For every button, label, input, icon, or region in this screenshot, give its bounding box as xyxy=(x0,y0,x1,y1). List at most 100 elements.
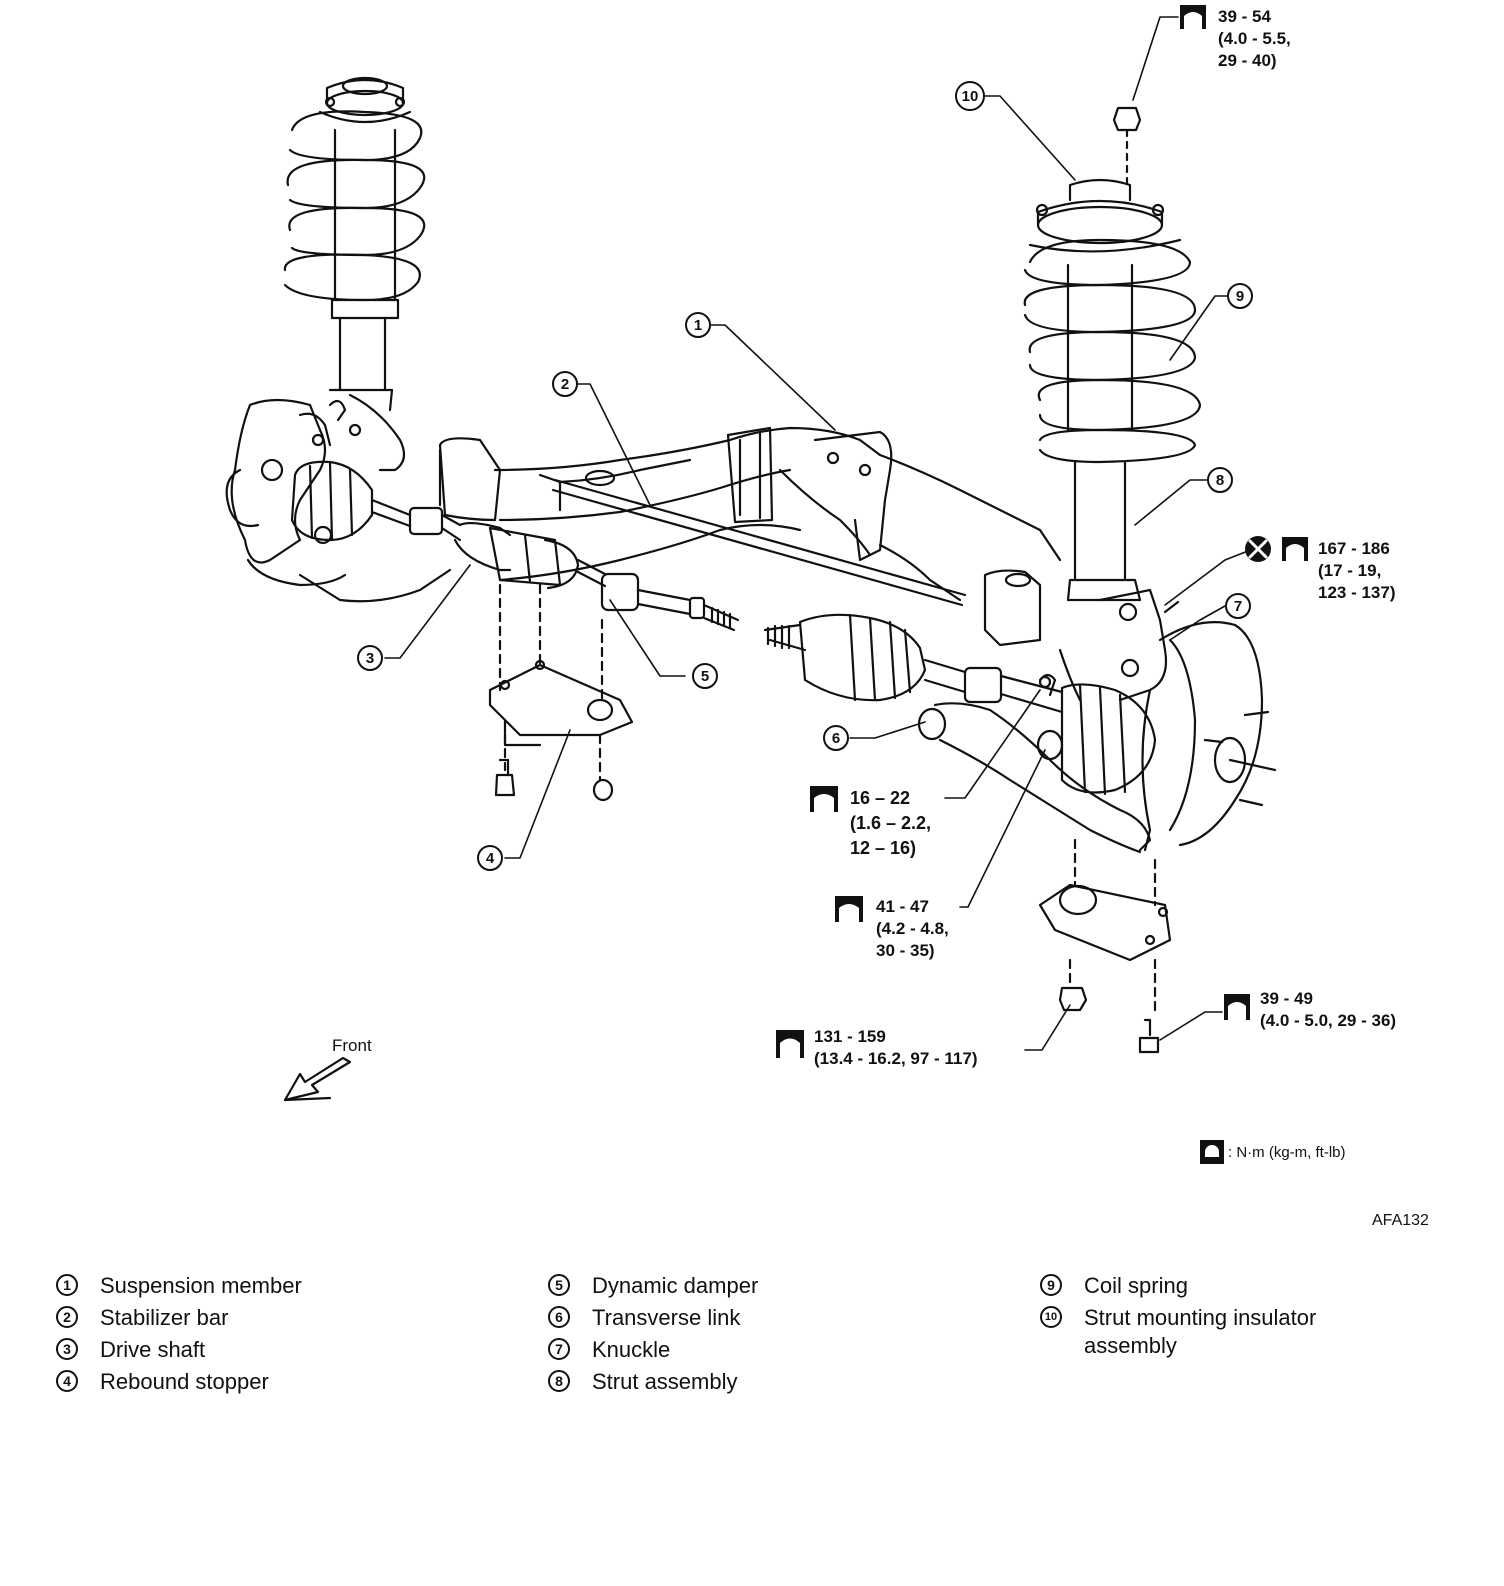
torque-icon xyxy=(1282,537,1308,561)
left-drive-shaft xyxy=(290,460,740,632)
legend-item: 9 Coil spring xyxy=(1040,1270,1380,1302)
torque-value: 16 – 22 xyxy=(850,788,911,808)
left-strut-assembly xyxy=(283,76,426,412)
legend-number: 2 xyxy=(56,1306,78,1328)
legend-label: Drive shaft xyxy=(100,1337,206,1362)
callout-3: 3 xyxy=(357,645,383,671)
legend-item: 3 Drive shaft xyxy=(56,1334,302,1366)
callout-1: 1 xyxy=(685,312,711,338)
suspension-member xyxy=(438,426,1062,647)
legend-item: 6 Transverse link xyxy=(548,1302,758,1334)
legend-item: 2 Stabilizer bar xyxy=(56,1302,302,1334)
torque-value: 123 - 137) xyxy=(1318,583,1396,602)
svg-text:6: 6 xyxy=(832,730,840,747)
torque-icon xyxy=(1200,1140,1224,1164)
legend-label: Strut mounting insulator assembly xyxy=(1084,1305,1317,1358)
svg-text:4: 4 xyxy=(486,850,495,867)
torque-value: (4.0 - 5.5, xyxy=(1218,29,1291,48)
callout-9: 9 xyxy=(1227,283,1253,309)
torque-value: (4.2 - 4.8, xyxy=(876,919,949,938)
front-direction-label: Front xyxy=(332,1036,372,1055)
legend-number: 5 xyxy=(548,1274,570,1296)
right-knuckle-hub xyxy=(1058,588,1277,852)
torque-value: 41 - 47 xyxy=(876,897,929,916)
torque-spec-member-nut: 131 - 159 (13.4 - 16.2, 97 - 117) xyxy=(814,1026,978,1070)
torque-value: 39 - 49 xyxy=(1260,989,1313,1008)
callout-markers: 1 2 3 4 5 6 7 8 9 10 xyxy=(357,81,1253,871)
torque-value: 30 - 35) xyxy=(876,941,935,960)
front-arrow-icon xyxy=(283,1056,352,1102)
svg-text:5: 5 xyxy=(701,668,709,685)
svg-text:9: 9 xyxy=(1236,288,1244,305)
legend-item: 10 Strut mounting insulator assembly xyxy=(1040,1302,1380,1360)
transverse-link xyxy=(917,673,1152,854)
legend-column-3: 9 Coil spring 10 Strut mounting insulator … xyxy=(1040,1270,1380,1360)
callout-7: 7 xyxy=(1225,593,1251,619)
torque-value: 29 - 40) xyxy=(1218,51,1277,70)
torque-icons xyxy=(776,5,1308,1058)
torque-value: (4.0 - 5.0, 29 - 36) xyxy=(1260,1011,1397,1030)
right-drive-shaft xyxy=(763,613,1157,796)
legend-label: Transverse link xyxy=(592,1305,741,1330)
legend-label: Coil spring xyxy=(1084,1273,1188,1298)
callout-2: 2 xyxy=(552,371,578,397)
torque-icon xyxy=(776,1030,804,1058)
callout-6: 6 xyxy=(823,725,849,751)
torque-value: (1.6 – 2.2, xyxy=(850,813,932,833)
legend-number: 4 xyxy=(56,1370,78,1392)
torque-value: 131 - 159 xyxy=(814,1027,886,1046)
svg-text:8: 8 xyxy=(1216,472,1224,489)
right-strut-assembly xyxy=(1023,106,1202,602)
unit-note-text: : N·m (kg-m, ft-lb) xyxy=(1228,1143,1346,1161)
torque-spec-stopper-bolt: 39 - 49 (4.0 - 5.0, 29 - 36) xyxy=(1260,988,1396,1032)
torque-spec-damper-bolt: 16 – 22 (1.6 – 2.2, 12 – 16) xyxy=(850,786,931,861)
legend-number: 8 xyxy=(548,1370,570,1392)
torque-spec-strut-mount-nut: 39 - 54 (4.0 - 5.5, 29 - 40) xyxy=(1218,6,1291,72)
torque-spec-knuckle-bolt: 167 - 186 (17 - 19, 123 - 137) xyxy=(1318,538,1396,604)
torque-spec-link-nut: 41 - 47 (4.2 - 4.8, 30 - 35) xyxy=(876,896,949,962)
torque-icon xyxy=(810,786,838,812)
legend-number: 7 xyxy=(548,1338,570,1360)
torque-value: 167 - 186 xyxy=(1318,539,1390,558)
left-knuckle-hub xyxy=(225,393,452,603)
legend-number: 3 xyxy=(56,1338,78,1360)
torque-icon xyxy=(1224,994,1250,1020)
leader-lines xyxy=(384,16,1249,1051)
legend-label: Rebound stopper xyxy=(100,1369,269,1394)
suspension-exploded-diagram: 1 2 3 4 5 6 7 8 9 10 xyxy=(225,5,1308,1102)
legend-number: 1 xyxy=(56,1274,78,1296)
callout-5: 5 xyxy=(692,663,718,689)
svg-text:2: 2 xyxy=(561,376,569,393)
figure-reference-code: AFA132 xyxy=(1372,1212,1429,1229)
torque-value: (13.4 - 16.2, 97 - 117) xyxy=(814,1049,978,1068)
callout-8: 8 xyxy=(1207,467,1233,493)
legend-label: Strut assembly xyxy=(592,1369,738,1394)
legend-item: 4 Rebound stopper xyxy=(56,1366,302,1398)
torque-value: 12 – 16) xyxy=(850,838,917,858)
callout-4: 4 xyxy=(477,845,503,871)
callout-10: 10 xyxy=(955,81,985,111)
legend-number: 6 xyxy=(548,1306,570,1328)
right-rebound-stopper xyxy=(1038,838,1172,1054)
torque-value: 39 - 54 xyxy=(1218,7,1271,26)
legend-number: 10 xyxy=(1040,1306,1062,1328)
legend-column-1: 1 Suspension member 2 Stabilizer bar 3 Driv… xyxy=(56,1270,302,1398)
legend-number: 9 xyxy=(1040,1274,1062,1296)
torque-value: (17 - 19, xyxy=(1318,561,1382,580)
legend-label: Dynamic damper xyxy=(592,1273,759,1298)
stabilizer-bar xyxy=(551,478,967,607)
svg-text:10: 10 xyxy=(962,88,979,105)
svg-text:7: 7 xyxy=(1234,598,1242,615)
torque-icon xyxy=(1180,5,1206,29)
replace-nut-icon xyxy=(1245,536,1271,562)
legend-label: Stabilizer bar xyxy=(100,1305,229,1330)
torque-icon xyxy=(835,896,863,922)
legend-item: 8 Strut assembly xyxy=(548,1366,758,1398)
left-rebound-stopper xyxy=(488,583,634,802)
torque-unit-note: : N·m (kg-m, ft-lb) xyxy=(1200,1140,1346,1164)
legend-label: Suspension member xyxy=(100,1273,302,1298)
legend-item: 5 Dynamic damper xyxy=(548,1270,758,1302)
svg-text:1: 1 xyxy=(694,317,702,334)
